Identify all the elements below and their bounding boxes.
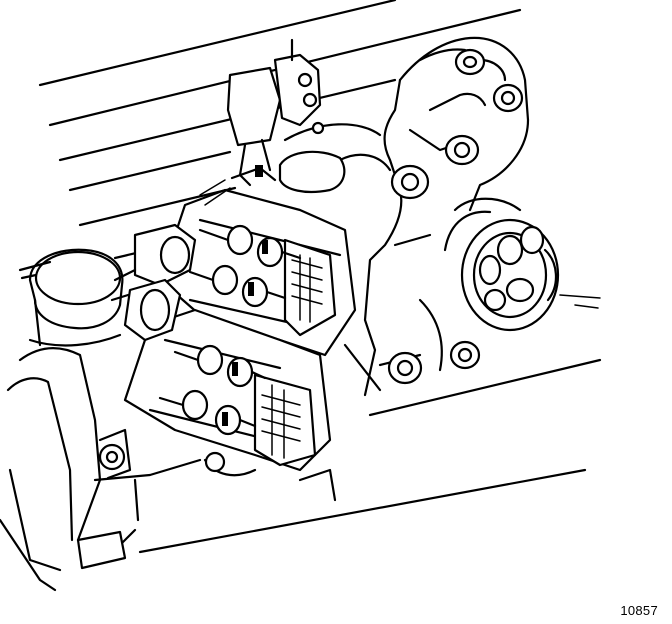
mounting-bracket bbox=[0, 346, 202, 592]
lower-valve-body bbox=[123, 308, 332, 472]
bolt-bosses bbox=[387, 48, 524, 385]
top-sensor-assembly bbox=[199, 38, 346, 206]
figure-reference-number: 10857 bbox=[620, 603, 658, 618]
upper-solenoid-coils bbox=[188, 224, 302, 308]
lower-solenoid-coils bbox=[158, 344, 267, 436]
connector-plugs bbox=[110, 223, 197, 342]
reservoir-cap bbox=[18, 248, 124, 347]
hose-details bbox=[203, 451, 337, 502]
pump-housing bbox=[443, 197, 560, 332]
